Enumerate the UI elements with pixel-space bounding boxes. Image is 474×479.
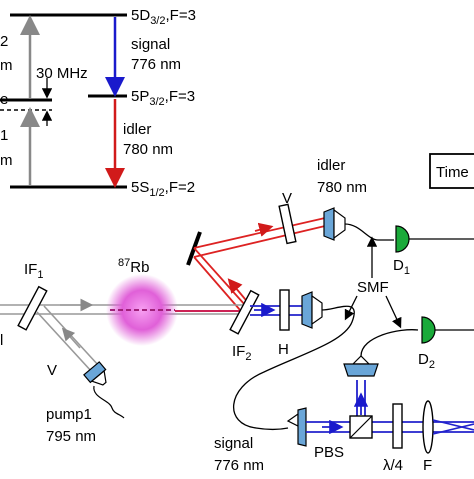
pump1-beam <box>36 305 100 373</box>
detector-d1 <box>395 225 410 253</box>
setup-signal-wavelength: 776 nm <box>214 457 264 474</box>
setup-signal-label: signal <box>214 435 253 452</box>
pbs-label: PBS <box>314 444 344 461</box>
level-5d-label: 5D3/2,F=3 <box>131 7 196 27</box>
smf-arrow-right <box>385 295 402 329</box>
left-fragment-l: l <box>0 332 3 349</box>
d2-fiber <box>360 329 419 357</box>
signal-transition-wavelength: 776 nm <box>131 56 181 73</box>
left-fragment-c: e <box>0 91 8 108</box>
signal-transition-label: signal <box>131 36 170 53</box>
setup-idler-wavelength: 780 nm <box>317 179 367 196</box>
if2-label: IF2 <box>232 343 251 363</box>
lens-f-label: F <box>423 457 432 474</box>
experimental-setup: Time V idler 780 nm D1 <box>0 153 474 474</box>
pump1-v-label: V <box>47 362 57 379</box>
d2-label: D2 <box>418 351 435 371</box>
energy-level-diagram: 30 MHz signal 776 nm idler 780 nm 5D3/2,… <box>0 7 196 199</box>
pump1-wavelength: 795 nm <box>46 428 96 445</box>
detuning-label: 30 MHz <box>36 65 88 82</box>
idler-fiber <box>344 223 394 241</box>
signal-beam-lower <box>306 419 474 435</box>
signal-fiber-coupler <box>301 291 323 329</box>
pump1-coupler <box>83 361 107 386</box>
idler-transition-label: idler <box>123 121 151 138</box>
time-box <box>429 153 474 189</box>
pbs-upper-coupler <box>343 355 379 377</box>
pump1-label: pump1 <box>46 406 92 423</box>
lower-signal-coupler <box>286 407 307 447</box>
idler-transition-wavelength: 780 nm <box>123 141 173 158</box>
level-5s-label: 5S1/2,F=2 <box>131 179 195 199</box>
quarter-wave-plate <box>392 403 403 449</box>
left-fragment-a: 2 <box>0 33 8 50</box>
rb-label: 87Rb <box>118 257 149 276</box>
smf-label: SMF <box>357 279 389 296</box>
signal-beam-vertical <box>353 380 369 418</box>
if1-filter <box>17 285 48 331</box>
pbs-cube <box>349 415 373 439</box>
time-box-label: Time <box>436 164 469 181</box>
setup-idler-label: idler <box>317 157 345 174</box>
focused-beam <box>432 419 474 435</box>
idler-beam <box>193 217 326 311</box>
h-label: H <box>278 341 289 358</box>
quarter-wave-label: λ/4 <box>383 457 403 474</box>
signal-beam-upper <box>250 302 302 318</box>
lens-f <box>422 400 434 454</box>
signal-fiber <box>232 305 355 431</box>
left-fragment-d: 1 <box>0 127 8 144</box>
idler-fiber-coupler <box>323 207 346 241</box>
left-fragment-e: m <box>0 152 13 169</box>
idler-v-plate <box>278 203 297 245</box>
idler-v-label: V <box>282 190 292 207</box>
h-waveplate <box>279 289 290 331</box>
if2-filter <box>229 289 260 335</box>
d1-label: D1 <box>393 257 410 277</box>
left-fragment-b: m <box>0 57 13 74</box>
level-5p-label: 5P3/2,F=3 <box>131 88 195 108</box>
pump1-fiber <box>93 385 125 419</box>
if1-label: IF1 <box>24 261 43 281</box>
detector-d2 <box>421 316 436 344</box>
